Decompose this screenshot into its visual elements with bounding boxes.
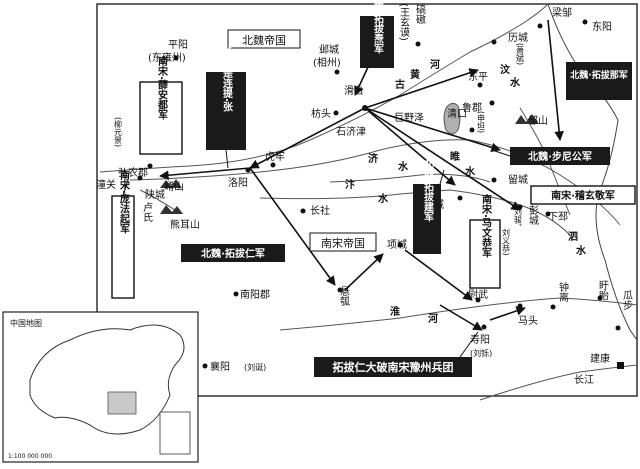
- river-label-13: 水: [509, 76, 521, 89]
- troop-label-tuobanafa: 北魏·拓拔那军: [570, 69, 627, 81]
- city-markers: [137, 19, 624, 369]
- place-yecheng: 邺城: [319, 43, 339, 56]
- place-pengcheng-sub1: (刘骏、: [514, 204, 523, 231]
- troop-label-xueanduan: 南宋·薛安都军: [156, 55, 169, 121]
- troop-box-jixuanjing: [530, 185, 636, 205]
- place-hongnong: 弘农郡: [118, 166, 148, 179]
- box-connectors: [122, 149, 511, 358]
- place-nanyangjun: 南阳郡: [240, 288, 270, 301]
- troop-box-mawengong: [469, 219, 501, 289]
- river-label-2: 黄: [410, 68, 420, 81]
- place-shijijin: 石济津: [336, 125, 366, 138]
- south-empire-label: 南宋帝国: [321, 236, 365, 250]
- river-label-12: 汶: [500, 63, 511, 76]
- place-dongping: 东平: [468, 70, 488, 83]
- place-pingyang-sub: (东雍州): [148, 51, 186, 64]
- place-tongguan: 潼关: [96, 178, 116, 191]
- troop-box-shitizhang: [206, 72, 246, 150]
- inset-china-outline: [29, 324, 185, 435]
- place-weiwu: 尉武: [468, 288, 488, 301]
- place-xiapi: 下邳: [548, 211, 568, 223]
- place-guabu: 瓜步: [621, 290, 633, 310]
- mountain-icons: [160, 114, 539, 214]
- troop-box-buni: [510, 147, 610, 165]
- river-label-3: 河: [430, 59, 440, 71]
- troop-label-jixuanjing: 南宋·稽玄敬军: [551, 189, 615, 202]
- juye-lake: [443, 102, 461, 135]
- place-xuyi: 盱眙: [597, 280, 609, 301]
- inset-china-map: 中国地图 1:100 000 000: [2, 311, 199, 463]
- place-liangzou: 梁邹: [552, 6, 572, 19]
- place-luyang: 卢氏: [141, 201, 153, 222]
- place-liucheng: 留城: [508, 173, 528, 186]
- place-matou: 马头: [518, 315, 538, 327]
- place-qiao: 碻磝: [414, 3, 426, 25]
- place-zoushan: 邹山: [528, 114, 548, 127]
- place-qingkou: 清口: [447, 107, 467, 120]
- river-label-7: 水: [377, 192, 389, 205]
- place-lujun: 鲁郡: [462, 101, 482, 114]
- place-xiongershan: 熊耳山: [170, 218, 200, 231]
- place-jiankang: 建康: [590, 352, 610, 365]
- place-xiangcheng: 项城: [387, 239, 407, 251]
- troop-box-tuobanafa: [566, 62, 632, 100]
- river-label-4: 济: [368, 152, 379, 165]
- place-changjiang: 长江: [574, 374, 594, 386]
- troop-box-xueanduan: [139, 81, 183, 155]
- troop-label-pangfaqi: 南宋·庞法起军: [118, 169, 131, 235]
- caption-box: [314, 357, 472, 377]
- south-empire-box: [309, 232, 377, 252]
- inset-scale: 1:100 000 000: [8, 453, 52, 460]
- place-licheng: 历城: [508, 32, 528, 44]
- place-pengcheng: 彭城: [527, 204, 539, 226]
- troop-box-tuobajian: [413, 184, 441, 254]
- place-changshe: 长社: [310, 204, 330, 217]
- place-shouyang-sub: (刘铄): [470, 348, 492, 358]
- inset-highlight-region: [107, 391, 137, 415]
- place-zhongli: 钟离: [557, 281, 569, 303]
- place-luoyang: 洛阳: [228, 176, 248, 189]
- place-xiangyang-sub: (刘诞): [244, 362, 266, 372]
- place-juyeze: 巨野泽: [394, 112, 424, 124]
- place-xiaoshan: 崤山: [164, 180, 184, 193]
- place-pengcheng-sub2: 刘义恭): [502, 227, 511, 255]
- caption-text: 拓拔仁大破南宋豫州兵团: [333, 360, 454, 374]
- place-fangtou: 枋头: [311, 107, 331, 120]
- troop-label-shitizhang: 北魏·是连提·张: [221, 43, 234, 113]
- river-label-5: 水: [397, 160, 409, 173]
- north-empire-box: [227, 29, 301, 49]
- river-label-9: 水: [464, 165, 476, 178]
- river-label-6: 汴: [345, 178, 355, 191]
- place-qingkou-sub: (申坦): [477, 111, 486, 133]
- troop-label-buni: 北魏·步尼公军: [528, 150, 592, 163]
- place-yecheng-sub: (相州): [313, 56, 341, 69]
- river-label-1: 古: [395, 78, 405, 91]
- place-xuanhu: 悬瓠: [338, 286, 350, 307]
- place-xiangyang: 襄阳: [210, 360, 230, 373]
- river-label-14: 淮: [390, 305, 400, 318]
- place-hulao: 虎牢: [265, 150, 285, 163]
- place-pingyang: 平阳: [168, 39, 188, 51]
- troop-arrows: [159, 19, 564, 331]
- river-label-11: 水: [575, 244, 587, 257]
- troop-label-tuobajian: 北魏·拓拔建军: [422, 157, 435, 223]
- place-shancheng: 陕城: [145, 188, 165, 201]
- river-label-10: 泗: [568, 230, 578, 243]
- place-liuyuanjing: (柳元景): [114, 117, 123, 147]
- north-empire-label: 北魏帝国: [242, 33, 286, 47]
- troop-label-tuobatao: 北魏·拓拔焘军: [372, 0, 385, 55]
- inset-south-sea-box: [159, 411, 191, 455]
- place-huatai: 滑台: [344, 84, 364, 97]
- troop-box-tuobatao: [360, 16, 394, 68]
- troop-box-tuobaren: [181, 244, 285, 262]
- troop-label-mawengong: 南宋·马文恭军: [480, 193, 493, 259]
- place-licheng-sub: (萧斌): [516, 43, 525, 65]
- place-dongyang: 东阳: [592, 20, 612, 33]
- river-label-15: 河: [428, 313, 438, 325]
- troop-label-tuobaren: 北魏·拓拔仁军: [201, 247, 265, 260]
- place-wanggu: (王玄谟): [398, 3, 410, 41]
- river-label-8: 睢: [450, 150, 460, 163]
- inset-title: 中国地图: [10, 318, 42, 328]
